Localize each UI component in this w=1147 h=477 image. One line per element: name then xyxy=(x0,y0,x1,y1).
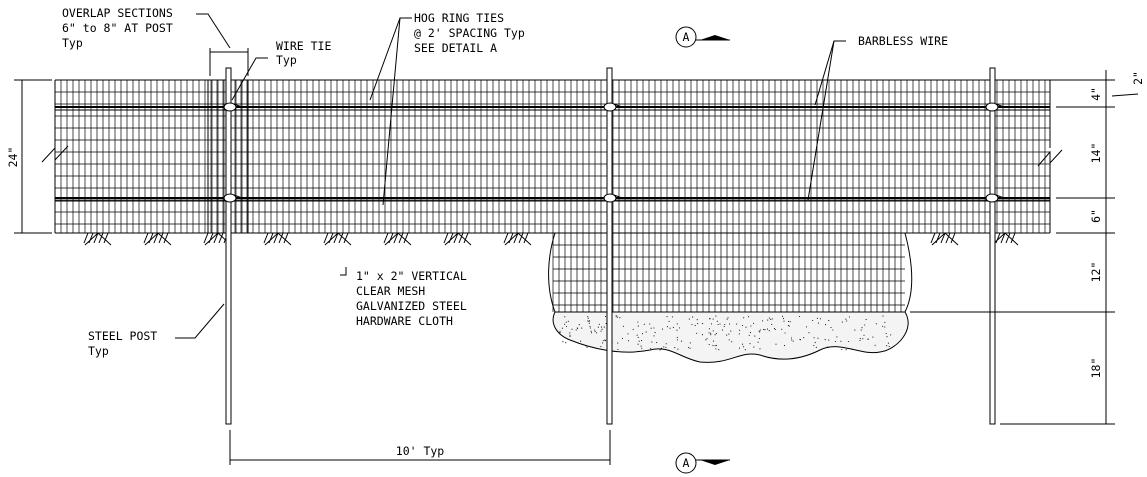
dim-6in: 6" xyxy=(1089,209,1103,223)
label-mesh-line-2: CLEAR MESH xyxy=(356,284,425,298)
label-steel-post-line-1: STEEL POST xyxy=(88,329,157,343)
label-mesh-line-3: GALVANIZED STEEL xyxy=(356,299,467,313)
steel-post-left xyxy=(225,67,232,425)
label-overlap-line-2: 6" to 8" AT POST xyxy=(62,21,173,35)
leader-lines xyxy=(175,13,1139,339)
label-wire-tie: WIRE TIE Typ xyxy=(276,39,331,67)
dim-12in: 12" xyxy=(1089,262,1103,283)
label-overlap-line-1: OVERLAP SECTIONS xyxy=(62,6,173,20)
label-barbless-wire: BARBLESS WIRE xyxy=(858,34,948,48)
wire-mesh-above-grade xyxy=(54,79,1050,233)
dim-post-spacing: 10' Typ xyxy=(396,444,445,458)
label-overlap-sections: OVERLAP SECTIONS 6" to 8" AT POST Typ xyxy=(62,6,173,50)
dim-height-24: 24" xyxy=(6,147,20,168)
dimension-lines xyxy=(14,48,1115,465)
label-mesh-line-1: 1" x 2" VERTICAL xyxy=(356,269,467,283)
label-steel-post-line-2: Typ xyxy=(88,344,109,358)
label-hog-ring-line-3: SEE DETAIL A xyxy=(414,41,497,55)
hog-ring-ties xyxy=(223,102,1005,203)
dim-18in: 18" xyxy=(1089,358,1103,379)
label-mesh-line-4: HARDWARE CLOTH xyxy=(356,314,453,328)
left-break-symbol xyxy=(41,145,69,163)
label-mesh: 1" x 2" VERTICAL CLEAR MESH GALVANIZED S… xyxy=(356,269,467,328)
section-marker-top xyxy=(675,26,730,48)
concrete-stipple xyxy=(559,315,892,351)
section-marker-bottom-letter: A xyxy=(683,456,690,470)
dim-4in: 4" xyxy=(1089,87,1103,101)
right-break-symbol xyxy=(1037,149,1063,167)
section-marker-bottom xyxy=(675,452,730,474)
dim-14in: 14" xyxy=(1089,143,1103,164)
barbless-wire xyxy=(55,106,1050,202)
label-hog-ring-ties: HOG RING TIES @ 2' SPACING Typ SEE DETAI… xyxy=(414,11,525,55)
label-wire-tie-line-1: WIRE TIE xyxy=(276,39,331,53)
ground-hatch xyxy=(83,232,1019,246)
excavation-outline xyxy=(548,232,913,313)
wire-mesh-below-grade xyxy=(552,233,905,312)
steel-post-middle xyxy=(606,67,613,425)
label-hog-ring-line-2: @ 2' SPACING Typ xyxy=(414,26,525,40)
dim-top-partial: 2" xyxy=(1131,71,1145,85)
section-marker-top-letter: A xyxy=(683,30,690,44)
label-steel-post: STEEL POST Typ xyxy=(88,329,157,358)
label-hog-ring-line-1: HOG RING TIES xyxy=(414,11,504,25)
steel-post-right xyxy=(989,67,996,425)
concrete-footing xyxy=(552,311,909,363)
label-overlap-line-3: Typ xyxy=(62,36,83,50)
label-wire-tie-line-2: Typ xyxy=(276,53,297,67)
